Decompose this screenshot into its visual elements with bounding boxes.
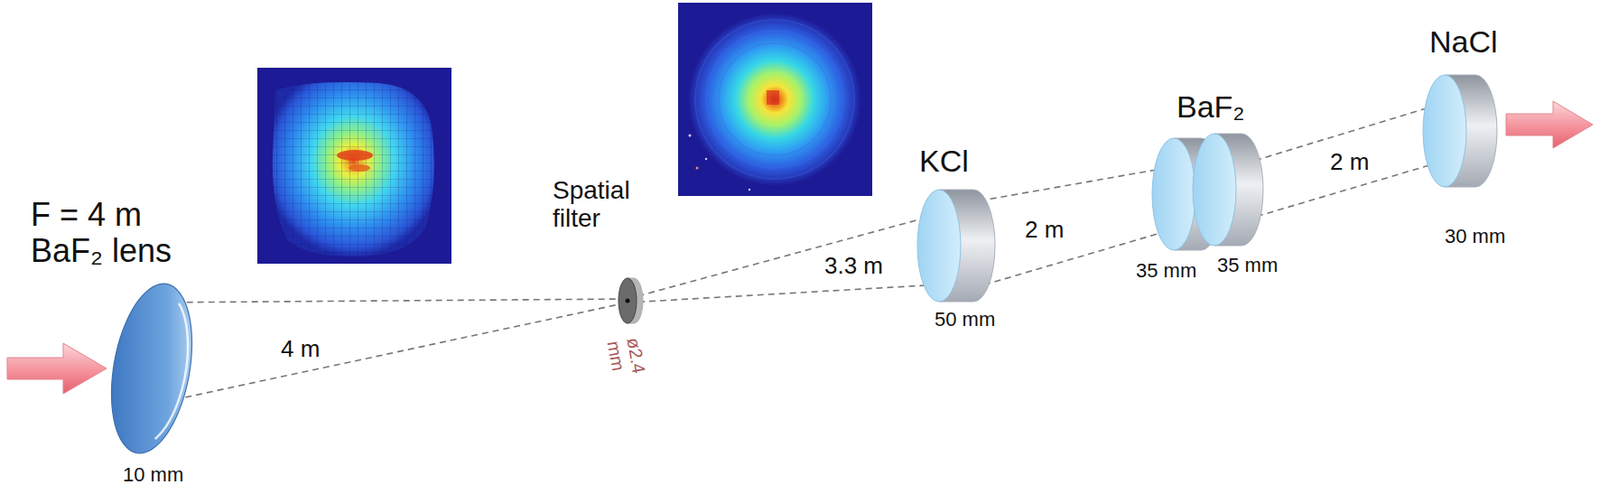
component-label: BaF₂ <box>1176 90 1247 124</box>
window-face <box>1423 74 1467 187</box>
component-label: KCl <box>919 144 970 178</box>
input-beam-arrow <box>7 343 107 394</box>
window-face <box>917 189 961 302</box>
dimension-label: 50 mm <box>934 308 996 331</box>
baf2-windows-shape <box>1152 133 1264 251</box>
beam-envelope <box>176 298 628 398</box>
lens: F = 4 m BaF₂ lens 10 mm <box>27 193 215 491</box>
spatial-filter: Spatial filter ø2.4 mm <box>548 173 655 390</box>
component-label: Spatial filter <box>552 176 643 233</box>
nacl-window: NaCl 30 mm <box>1419 21 1510 252</box>
output-beam-arrow <box>1506 101 1593 149</box>
dimension-label: 35 mm <box>1217 254 1279 277</box>
beam-envelope <box>1255 103 1443 216</box>
distance-label: 4 m <box>278 335 323 363</box>
lens-highlight <box>155 303 188 439</box>
distance-label: 2 m <box>1327 148 1372 176</box>
spatial-filter-shape <box>618 278 643 324</box>
dimension-label: 10 mm <box>122 464 185 486</box>
aperture-label: ø2.4 mm <box>604 335 652 386</box>
kcl-window-shape <box>917 189 996 302</box>
distance-label: 3.3 m <box>821 252 886 280</box>
nacl-window-shape <box>1423 74 1498 187</box>
window-face <box>1152 138 1196 251</box>
lens-shape <box>111 283 192 454</box>
pinhole <box>625 298 631 304</box>
distance-label: 2 m <box>1022 216 1067 243</box>
beam-envelope <box>627 216 935 303</box>
component-label: NaCl <box>1429 25 1499 59</box>
dimension-label: 35 mm <box>1135 260 1198 282</box>
dimension-label: 30 mm <box>1444 225 1507 248</box>
beam-profile-before <box>257 67 452 264</box>
kcl-window: KCl 50 mm <box>913 140 1000 335</box>
window-face <box>1192 133 1237 246</box>
beam-profile-after <box>678 2 873 196</box>
component-label: F = 4 m BaF₂ lens <box>30 196 212 269</box>
lens-body <box>111 283 192 454</box>
window-face <box>618 278 637 324</box>
baf2-windows: BaF₂ 35 mm 35 mm <box>1132 86 1283 287</box>
